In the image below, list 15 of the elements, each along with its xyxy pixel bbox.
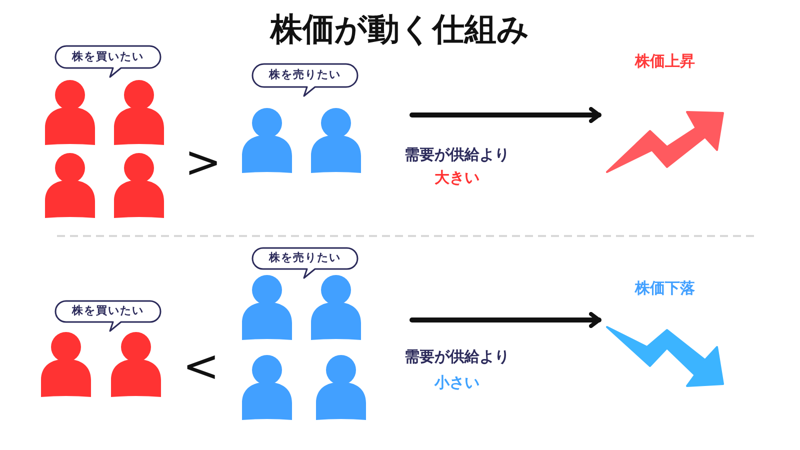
comparison-sign: > [184, 141, 222, 185]
title: 株価が動く仕組み [270, 13, 530, 45]
demand-caption: 需要が供給より [404, 350, 510, 364]
trend-label: 株価下落 [635, 279, 695, 297]
comparison-sign: < [182, 345, 220, 389]
trend-label: 株価上昇 [635, 52, 695, 70]
speech-bubble: 株を買いたい [54, 45, 162, 78]
arrow [410, 107, 602, 123]
comparison-result: 小さい [434, 376, 480, 390]
arrow [410, 312, 602, 328]
speech-bubble: 株を売りたい [251, 247, 359, 279]
comparison-result: 大きい [434, 170, 480, 186]
speech-bubble: 株を買いたい [54, 300, 162, 332]
demand-caption: 需要が供給より [404, 148, 510, 162]
speech-bubble: 株を売りたい [251, 63, 359, 97]
